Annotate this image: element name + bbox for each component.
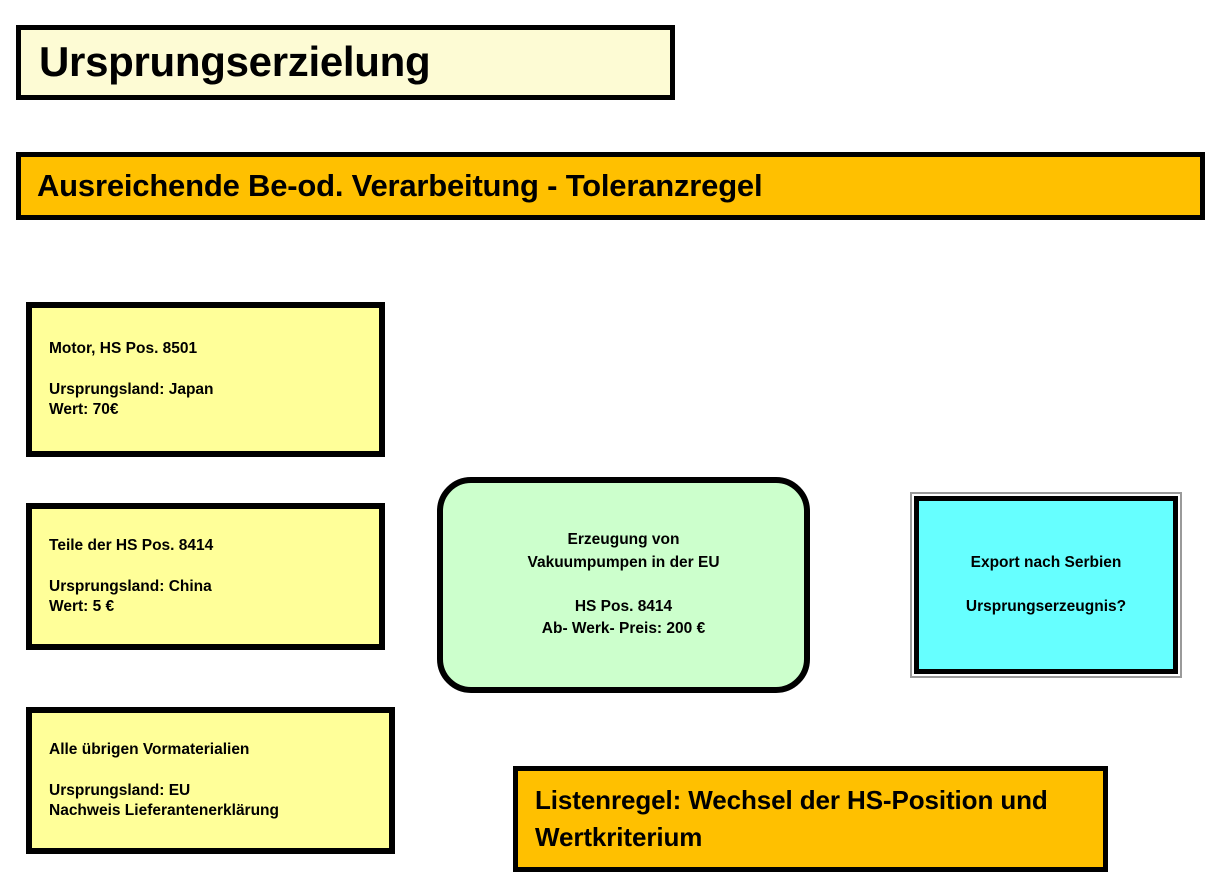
material-box-other-proof: Nachweis Lieferantenerklärung (49, 801, 279, 819)
production-box-ex-works-price: Ab- Werk- Preis: 200 € (541, 620, 706, 638)
material-box-parts-value: Wert: 5 € (49, 597, 115, 615)
material-box-motor: Motor, HS Pos. 8501 Ursprungsland: Japan… (26, 302, 385, 457)
spacer (49, 760, 389, 781)
spacer (49, 556, 379, 577)
production-box-line-1: Erzeugung von (567, 531, 680, 549)
header-banner-label: Ausreichende Be-od. Verarbeitung - Toler… (37, 168, 763, 203)
material-box-other-title: Alle übrigen Vormaterialien (49, 741, 250, 759)
page-title: Ursprungserzielung (39, 38, 431, 86)
list-rule-line-1: Listenregel: Wechsel der HS-Position und (535, 785, 1048, 816)
production-box-line-2: Vakuumpumpen in der EU (527, 553, 720, 571)
list-rule-box: Listenregel: Wechsel der HS-Position und… (513, 766, 1108, 872)
header-banner: Ausreichende Be-od. Verarbeitung - Toler… (16, 152, 1205, 220)
material-box-other-origin: Ursprungsland: EU (49, 782, 191, 800)
material-box-motor-value: Wert: 70€ (49, 400, 119, 418)
production-box-hs-position: HS Pos. 8414 (574, 598, 673, 615)
material-box-parts-origin: Ursprungsland: China (49, 578, 212, 596)
export-box-question: Ursprungserzeugnis? (965, 598, 1127, 615)
material-box-parts-title: Teile der HS Pos. 8414 (49, 537, 214, 555)
list-rule-line-2: Wertkriterium (535, 822, 703, 852)
material-box-motor-title: Motor, HS Pos. 8501 (49, 340, 198, 358)
export-box-destination: Export nach Serbien (970, 554, 1122, 572)
material-box-other: Alle übrigen Vormaterialien Ursprungslan… (26, 707, 395, 854)
slide-title-box: Ursprungserzielung (16, 25, 675, 100)
material-box-motor-origin: Ursprungsland: Japan (49, 381, 214, 399)
export-box-inner: Export nach Serbien Ursprungserzeugnis? (914, 496, 1178, 674)
production-box: Erzeugung von Vakuumpumpen in der EU HS … (437, 477, 810, 693)
spacer (49, 359, 379, 380)
material-box-parts: Teile der HS Pos. 8414 Ursprungsland: Ch… (26, 503, 385, 650)
export-box: Export nach Serbien Ursprungserzeugnis? (910, 492, 1182, 678)
